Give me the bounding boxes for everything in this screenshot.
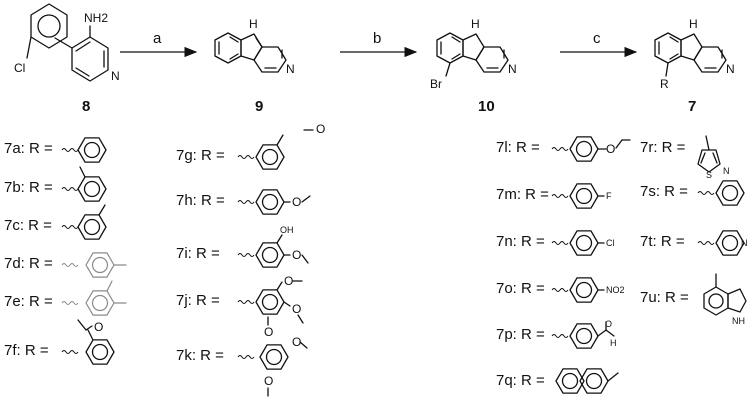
r-group-7r xyxy=(697,135,721,173)
o-label-7l: O xyxy=(606,142,615,156)
compound-label-9: 9 xyxy=(255,98,263,115)
r-group-7s xyxy=(697,180,745,206)
o-label-7h: O xyxy=(292,195,301,209)
label-7l: 7l: R = xyxy=(496,139,540,156)
n-label-7: N xyxy=(726,62,735,76)
no2-label-7o: NO2 xyxy=(606,285,625,295)
r-group-7m xyxy=(551,183,605,209)
r-group-7l xyxy=(551,136,607,162)
label-7e: 7e: R = xyxy=(4,293,53,310)
r-group-7k xyxy=(237,344,289,370)
label-7t: 7t: R = xyxy=(640,233,685,250)
o-label-7i: O xyxy=(292,248,301,262)
label-7r: 7r: R = xyxy=(640,139,686,156)
label-7c: 7c: R = xyxy=(4,217,52,234)
compound-7-structure xyxy=(654,32,727,77)
arrow-label-c: c xyxy=(593,30,601,47)
label-7u: 7u: R = xyxy=(640,289,689,306)
r-group-7j xyxy=(237,281,291,315)
r-group-7t xyxy=(697,230,745,256)
label-7p: 7p: R = xyxy=(496,326,545,343)
cl-label-7n: Cl xyxy=(606,238,615,248)
label-7h: 7h: R = xyxy=(176,192,225,209)
label-7f: 7f: R = xyxy=(4,342,49,359)
r-group-7e xyxy=(61,280,127,316)
o-label-7p: O xyxy=(605,319,612,329)
label-7g: 7g: R = xyxy=(176,147,225,164)
o-label-7k-bottom: O xyxy=(264,374,273,388)
o-label-7f: O xyxy=(94,320,103,334)
label-7o: 7o: R = xyxy=(496,280,545,297)
compound-8-structure xyxy=(26,3,109,82)
r-group-7c xyxy=(61,204,107,240)
nh-label-10: H xyxy=(471,17,480,31)
n-label-8: N xyxy=(111,69,120,83)
o-label-7g: O xyxy=(316,122,325,136)
oh-label-7i: OH xyxy=(280,225,294,235)
nh2-label: NH2 xyxy=(84,11,108,25)
o-label-7k-mid: O xyxy=(292,335,301,349)
label-7b: 7b: R = xyxy=(4,179,53,196)
label-7j: 7j: R = xyxy=(176,292,220,309)
compound-label-8: 8 xyxy=(82,98,90,115)
compound-label-10: 10 xyxy=(478,98,495,115)
o-label-7k-top: O xyxy=(264,325,273,339)
r-group-7u xyxy=(703,273,747,316)
r-group-7h xyxy=(237,189,291,215)
cl-label: Cl xyxy=(14,61,25,75)
r-group-7d xyxy=(61,252,127,278)
label-7k: 7k: R = xyxy=(176,347,224,364)
o-label-7j-lower: O xyxy=(292,302,301,316)
label-7i: 7i: R = xyxy=(176,245,220,262)
o-label-7j-upper: O xyxy=(284,274,293,288)
n-label-9: N xyxy=(286,62,295,76)
s-label-7r: S xyxy=(706,170,712,180)
nh-label-7u: NH xyxy=(732,316,745,326)
r-group-7b xyxy=(61,166,107,202)
r-group-7i xyxy=(237,234,291,268)
compound-label-7: 7 xyxy=(688,98,696,115)
r-group-7f xyxy=(61,329,115,365)
label-7m: 7m: R = xyxy=(496,186,549,203)
arrow-label-a: a xyxy=(153,30,162,47)
compound-9-structure xyxy=(214,32,287,73)
h-label-7p: H xyxy=(610,338,617,348)
r-group-7a xyxy=(61,137,107,163)
compound-10-structure xyxy=(436,32,509,77)
r-group-7p xyxy=(551,321,615,349)
nh-label-7: H xyxy=(689,17,698,31)
br-label: Br xyxy=(430,77,442,91)
label-7s: 7s: R = xyxy=(640,183,688,200)
label-7a: 7a: R = xyxy=(4,140,53,157)
r-group-7g xyxy=(237,134,285,170)
n-label-7s: N xyxy=(723,166,730,176)
r-label-7: R xyxy=(660,77,669,91)
r-group-7o xyxy=(551,277,605,303)
n-label-10: N xyxy=(508,62,517,76)
r-group-7q xyxy=(555,368,619,394)
label-7q: 7q: R = xyxy=(496,372,545,389)
n-label-7t: N xyxy=(741,238,748,248)
f-label-7m: F xyxy=(606,191,612,201)
label-7d: 7d: R = xyxy=(4,255,53,272)
r-group-7n xyxy=(551,230,605,256)
label-7n: 7n: R = xyxy=(496,233,545,250)
nh-label-9: H xyxy=(249,17,258,31)
arrow-label-b: b xyxy=(373,30,381,47)
